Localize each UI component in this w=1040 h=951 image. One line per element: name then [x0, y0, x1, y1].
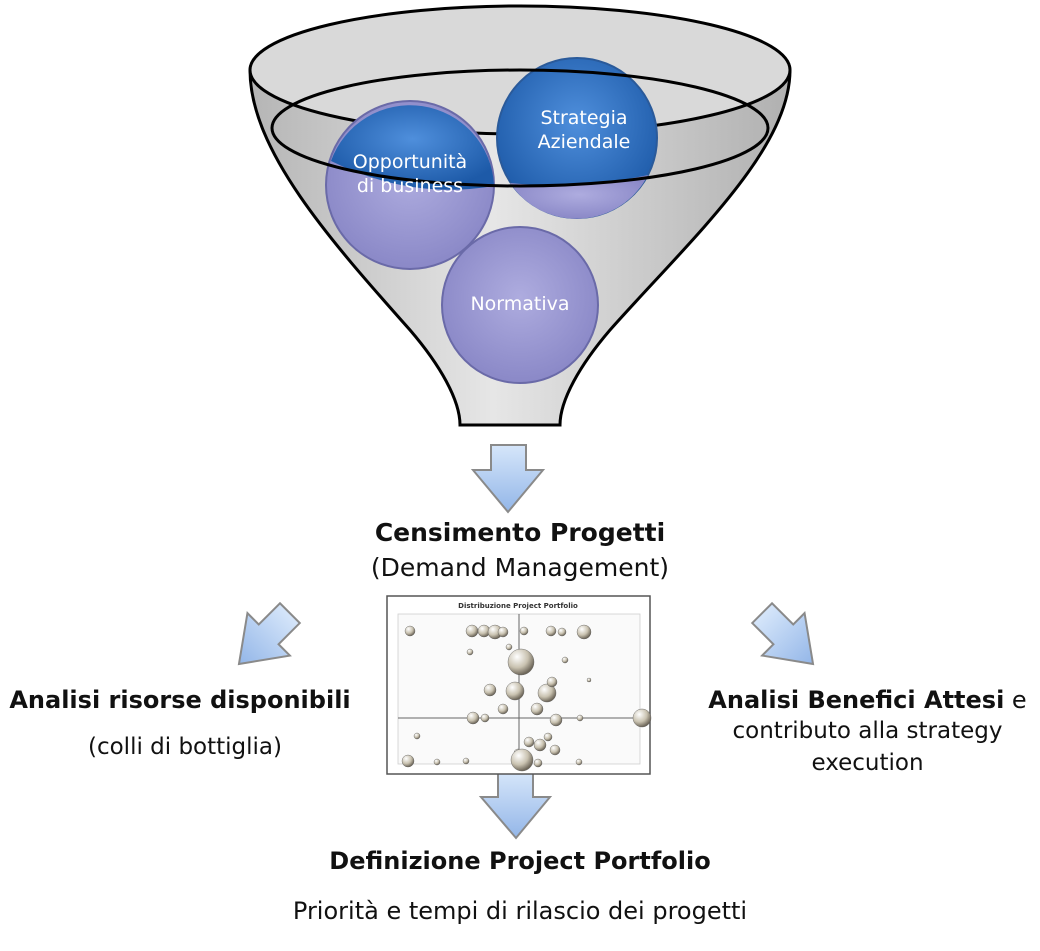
- circle-label-normativa: Normativa: [470, 293, 569, 315]
- right-line3: execution: [811, 750, 924, 776]
- circle-opportunita-top: [331, 105, 494, 190]
- arrow-down-2: [478, 771, 553, 840]
- svg-text:Normativa: Normativa: [470, 293, 569, 315]
- circle-label-opportunita-2: di business: [357, 175, 463, 197]
- arrow-down-1: [470, 444, 546, 514]
- right-line2: contributo alla strategy: [732, 718, 1003, 744]
- svg-text:Strategia: Strategia: [540, 107, 627, 129]
- circle-label-strategia-1: Strategia: [540, 107, 627, 129]
- svg-text:di business: di business: [357, 175, 463, 197]
- portfolio-chart-title: Distribuzione Project Portfolio: [458, 602, 578, 610]
- left-title: Analisi risorse disponibili: [9, 686, 351, 714]
- right-title-bold: Analisi Benefici Attesi: [708, 686, 1005, 714]
- circle-label-opportunita-1: Opportunità: [353, 151, 467, 173]
- svg-text:Aziendale: Aziendale: [538, 131, 631, 153]
- funnel-inner-rim: [270, 68, 770, 188]
- bottom-title: Definizione Project Portfolio: [329, 847, 711, 875]
- circle-label-strategia-2: Aziendale: [538, 131, 631, 153]
- svg-text:Opportunità: Opportunità: [353, 151, 467, 173]
- circle-normativa: [441, 226, 599, 384]
- arrow-diagonal-left: [237, 601, 302, 666]
- censimento-subtitle: (Demand Management): [370, 553, 670, 582]
- left-subtitle: (colli di bottiglia): [87, 734, 283, 760]
- arrow-diagonal-right: [750, 601, 815, 666]
- right-title: Analisi Benefici Attesi e: [695, 686, 1040, 714]
- right-title-rest: e: [1004, 686, 1027, 714]
- censimento-title: Censimento Progetti: [374, 518, 666, 547]
- portfolio-bubble-chart: Distribuzione Project Portfolio: [386, 595, 652, 775]
- bottom-subtitle: Priorità e tempi di rilascio dei progett…: [292, 897, 748, 925]
